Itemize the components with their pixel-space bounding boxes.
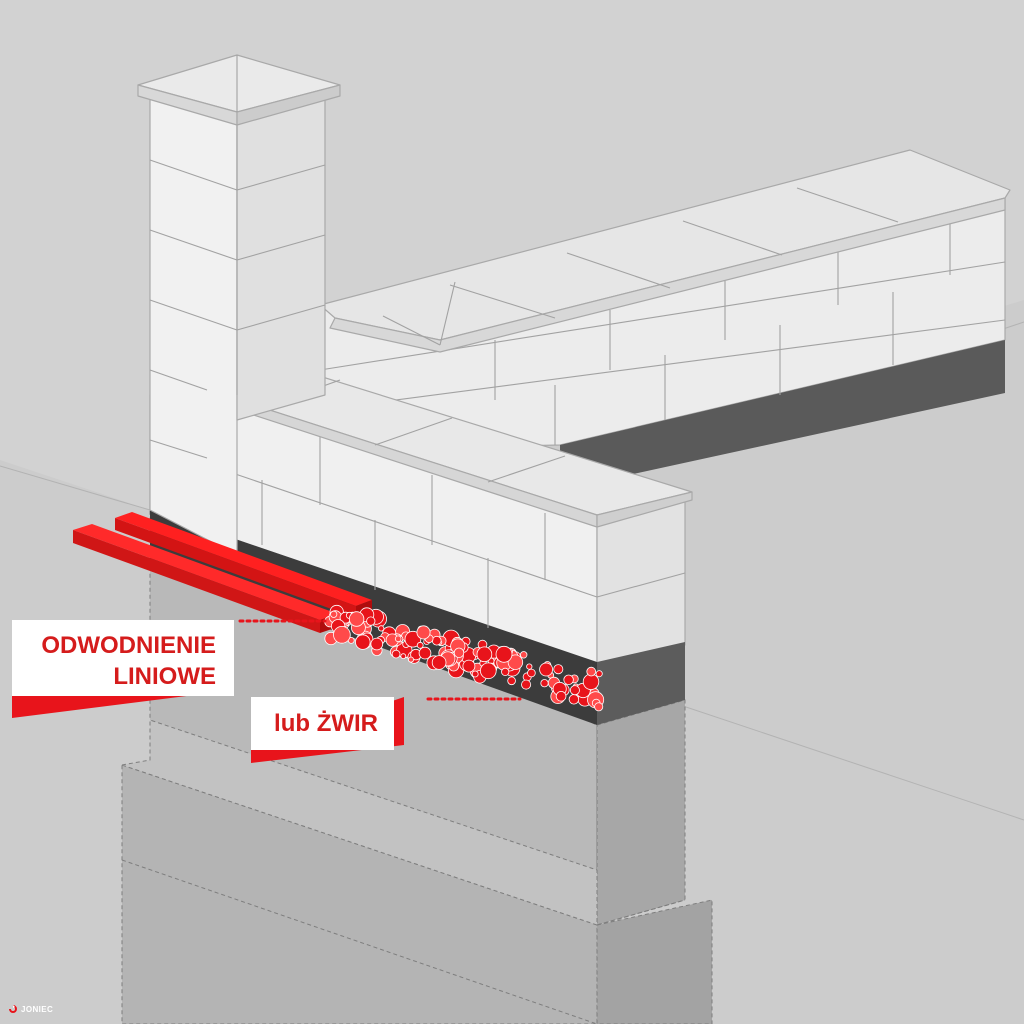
gravel-stone: [471, 670, 479, 678]
leader-lines: [238, 619, 522, 701]
brand-logo-text: JONIEC: [21, 1004, 54, 1014]
gravel-stone: [521, 679, 532, 690]
gravel-stone: [569, 685, 580, 696]
gravel-stone: [540, 679, 549, 688]
gravel-stone: [348, 611, 365, 627]
brand-logo: JONIEC: [8, 1004, 53, 1014]
linear-drain: [73, 512, 372, 633]
gravel-stone: [416, 641, 424, 649]
gravel-stone: [355, 634, 371, 650]
gravel-stone: [370, 637, 384, 651]
joniec-logo-icon: [9, 1005, 17, 1013]
gravel-stone: [462, 659, 476, 673]
gravel-stone: [476, 646, 493, 663]
gravel-stone: [416, 625, 431, 640]
gravel-stone: [563, 674, 574, 686]
gravel-layer: [324, 604, 605, 712]
gravel-stone: [391, 649, 401, 659]
back-wall: [319, 149, 1011, 490]
pillar: [137, 54, 341, 556]
gravel-stone: [330, 610, 338, 618]
gravel-stone: [594, 702, 604, 712]
drain-label: ODWODNIENIE LINIOWE: [12, 620, 234, 696]
gravel-stone: [366, 616, 376, 626]
gravel-stone: [378, 625, 385, 632]
gravel-stone: [553, 664, 564, 675]
gravel-stone: [507, 676, 516, 686]
gravel-stone: [404, 630, 422, 648]
gravel-label-text: lub ŻWIR: [274, 710, 378, 737]
gravel-stone: [418, 646, 432, 660]
gravel-stone: [586, 666, 596, 677]
gravel-stone: [526, 663, 533, 670]
gravel-stone: [453, 647, 465, 659]
gravel-stone: [394, 635, 402, 643]
gravel-stone: [568, 694, 580, 705]
gravel-stone: [431, 655, 447, 670]
drain-label-line2: LINIOWE: [113, 663, 216, 690]
gravel-stone: [479, 662, 497, 680]
gravel-stone: [333, 625, 351, 644]
gravel-label: lub ŻWIR: [251, 697, 394, 750]
gravel-stone: [520, 651, 528, 659]
gravel-stone: [539, 662, 553, 677]
gravel-stone: [595, 670, 603, 678]
gravel-stone: [495, 645, 513, 663]
gravel-stone: [501, 667, 510, 677]
gravel-stone: [507, 654, 524, 670]
gravel-stone: [527, 668, 536, 678]
gravel-stone: [400, 653, 407, 660]
drain-label-line1: ODWODNIENIE: [41, 632, 216, 659]
gravel-stone: [407, 656, 414, 663]
gravel-stone: [431, 635, 442, 646]
gravel-stone: [555, 690, 567, 702]
